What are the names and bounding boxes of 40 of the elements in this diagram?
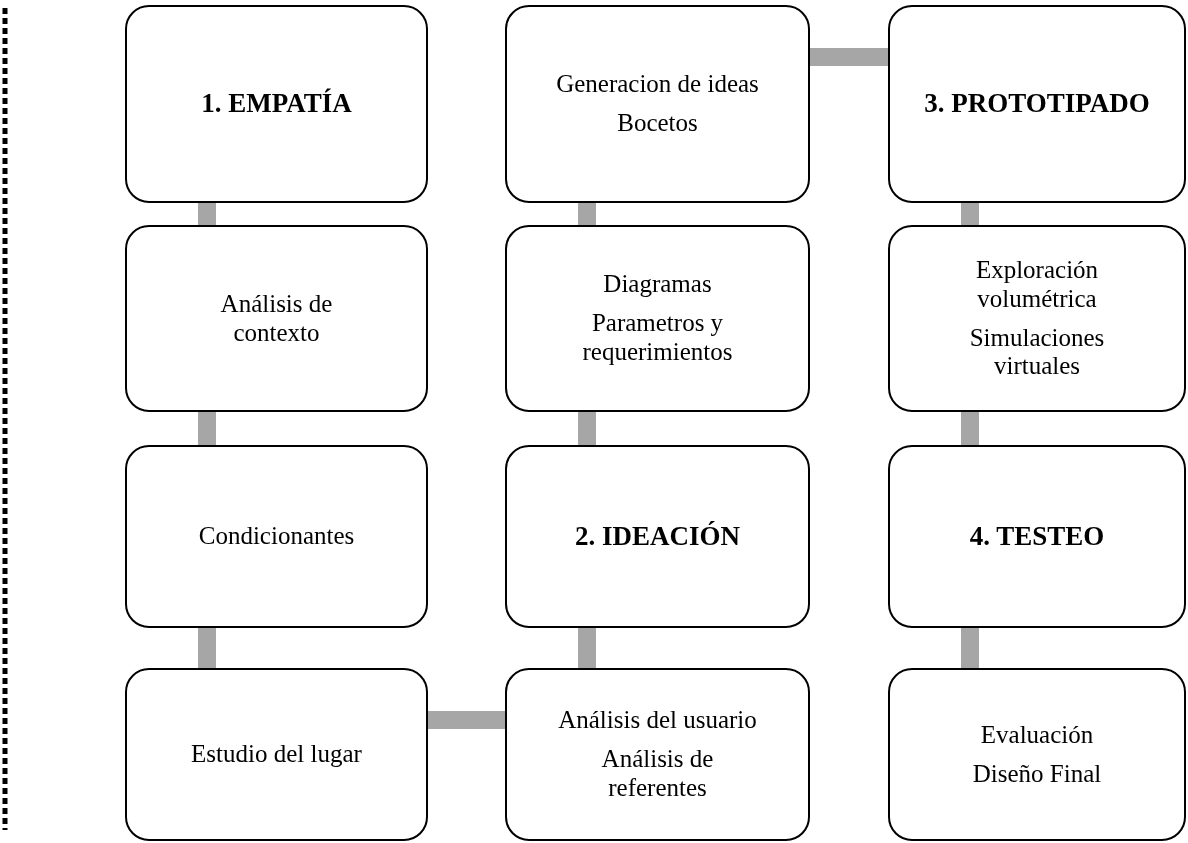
step-text: Diseño Final	[972, 759, 1102, 789]
connector-bar	[961, 412, 979, 445]
phase-box	[888, 445, 1186, 628]
phase-box	[125, 5, 428, 203]
connector-bar	[578, 203, 596, 225]
step-text: Análisis de referentes	[600, 745, 715, 803]
step-text: Bocetos	[617, 109, 698, 138]
step-text: Exploración volumétrica	[974, 256, 1100, 314]
step-box	[125, 225, 428, 412]
step-text: Parametros y requerimientos	[581, 309, 734, 367]
connector-bar	[578, 628, 596, 668]
phase-box	[888, 5, 1186, 203]
step-box	[505, 225, 810, 412]
step-box	[888, 668, 1186, 841]
connector-bar	[961, 628, 979, 668]
step-box	[888, 225, 1186, 412]
connector-bar	[428, 711, 505, 729]
step-text: Generacion de ideas	[556, 70, 759, 99]
step-box	[505, 668, 810, 841]
phase-title: 1. EMPATÍA	[201, 88, 352, 120]
phase-title: 4. TESTEO	[969, 520, 1105, 552]
step-box	[505, 5, 810, 203]
phase-box	[505, 445, 810, 628]
step-text: Análisis del usuario	[558, 706, 757, 736]
connector-bar	[810, 48, 888, 66]
connector-bar	[198, 628, 216, 668]
step-text: Condicionantes	[198, 522, 355, 551]
connector-bar	[961, 203, 979, 225]
phase-title: 2. IDEACIÓN	[575, 520, 740, 552]
step-box	[125, 445, 428, 628]
step-text: Simulaciones virtuales	[968, 323, 1106, 381]
connector-bar	[578, 412, 596, 445]
step-box	[125, 668, 428, 841]
connector-bar	[198, 412, 216, 445]
step-text: Análisis de contexto	[219, 289, 334, 348]
step-text: Evaluación	[980, 720, 1094, 750]
step-text: Diagramas	[603, 270, 712, 300]
connector-bar	[198, 203, 216, 225]
step-text: Estudio del lugar	[191, 740, 362, 769]
phase-title: 3. PROTOTIPADO	[924, 88, 1150, 120]
